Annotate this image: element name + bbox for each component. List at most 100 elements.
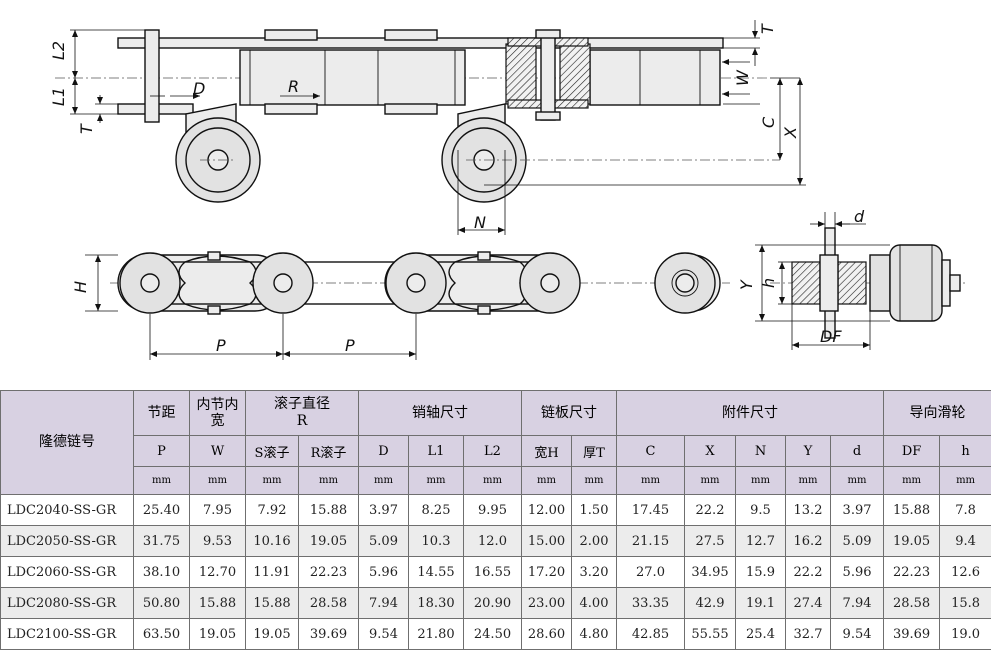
label-C: C — [759, 116, 778, 128]
chain-model-cell: LDC2080-SS-GR — [1, 588, 134, 619]
table-cell: 28.58 — [884, 588, 940, 619]
column-symbol: P — [134, 436, 190, 467]
column-symbol: Y — [786, 436, 831, 467]
column-symbol: R滚子 — [299, 436, 359, 467]
column-symbol: d — [831, 436, 884, 467]
label-H: H — [71, 281, 90, 293]
table-cell: 12.0 — [464, 526, 522, 557]
label-R: R — [288, 77, 299, 96]
label-N: N — [474, 213, 486, 232]
table-cell: 9.4 — [940, 526, 991, 557]
label-L1: L1 — [49, 87, 68, 106]
column-symbol: L2 — [464, 436, 522, 467]
table-cell: 12.00 — [522, 495, 572, 526]
table-cell: 22.2 — [786, 557, 831, 588]
chain-model-cell: LDC2060-SS-GR — [1, 557, 134, 588]
table-cell: 9.53 — [190, 526, 246, 557]
column-symbol: X — [685, 436, 736, 467]
table-cell: 15.88 — [190, 588, 246, 619]
table-cell: 28.58 — [299, 588, 359, 619]
table-cell: 14.55 — [409, 557, 464, 588]
label-P-2: P — [345, 336, 355, 355]
top-view: L2 L1 T D R T W C X N — [49, 20, 806, 235]
table-cell: 18.30 — [409, 588, 464, 619]
table-cell: 34.95 — [685, 557, 736, 588]
table-cell: 10.3 — [409, 526, 464, 557]
link-body-2 — [590, 50, 720, 105]
table-cell: 15.00 — [522, 526, 572, 557]
chain-model-cell: LDC2050-SS-GR — [1, 526, 134, 557]
column-symbol: 宽H — [522, 436, 572, 467]
table-cell: 17.45 — [617, 495, 685, 526]
label-T-right: T — [758, 23, 777, 34]
column-unit: mm — [572, 467, 617, 495]
table-cell: 38.10 — [134, 557, 190, 588]
table-cell: 8.25 — [409, 495, 464, 526]
table-cell: 15.88 — [299, 495, 359, 526]
table-cell: 9.5 — [736, 495, 786, 526]
column-unit: mm — [685, 467, 736, 495]
link-body-1 — [240, 50, 465, 105]
header-guide-roller: 导向滑轮 — [884, 391, 991, 436]
table-cell: 17.20 — [522, 557, 572, 588]
pin-left — [145, 30, 159, 122]
label-X: X — [781, 126, 800, 139]
label-h: h — [759, 278, 778, 288]
table-cell: 7.8 — [940, 495, 991, 526]
column-symbol: h — [940, 436, 991, 467]
table-cell: 5.96 — [831, 557, 884, 588]
column-unit: mm — [786, 467, 831, 495]
table-cell: 19.05 — [884, 526, 940, 557]
column-symbol: C — [617, 436, 685, 467]
table-cell: 12.7 — [736, 526, 786, 557]
label-Y: Y — [737, 279, 756, 290]
table-cell: 7.95 — [190, 495, 246, 526]
column-unit: mm — [190, 467, 246, 495]
table-cell: 21.15 — [617, 526, 685, 557]
table-cell: 22.23 — [299, 557, 359, 588]
header-inner-width: 内节内宽 — [190, 391, 246, 436]
column-unit: mm — [617, 467, 685, 495]
end-view: d Y h DF — [737, 207, 965, 350]
label-W: W — [733, 69, 752, 86]
table-cell: 12.6 — [940, 557, 991, 588]
label-DF: DF — [820, 327, 842, 346]
table-cell: 42.9 — [685, 588, 736, 619]
table-cell: 4.00 — [572, 588, 617, 619]
table-cell: 5.09 — [831, 526, 884, 557]
table-cell: 20.90 — [464, 588, 522, 619]
table-cell: 25.40 — [134, 495, 190, 526]
column-unit: mm — [736, 467, 786, 495]
table-cell: 10.16 — [246, 526, 299, 557]
table-cell: 16.55 — [464, 557, 522, 588]
table-cell: 15.9 — [736, 557, 786, 588]
table-cell: 15.88 — [884, 495, 940, 526]
column-symbol: L1 — [409, 436, 464, 467]
label-d: d — [854, 207, 865, 226]
table-cell: 7.92 — [246, 495, 299, 526]
column-unit: mm — [409, 467, 464, 495]
table-cell: 7.94 — [359, 588, 409, 619]
header-pitch: 节距 — [134, 391, 190, 436]
table-cell: 31.75 — [134, 526, 190, 557]
chain-technical-drawing: L2 L1 T D R T W C X N — [0, 0, 991, 385]
header-pin-size: 销轴尺寸 — [359, 391, 522, 436]
column-unit: mm — [831, 467, 884, 495]
column-symbol: D — [359, 436, 409, 467]
label-L2: L2 — [49, 41, 68, 60]
column-unit: mm — [522, 467, 572, 495]
plan-view: H P P — [71, 252, 730, 360]
table-cell: 5.96 — [359, 557, 409, 588]
table-cell: 7.94 — [831, 588, 884, 619]
column-symbol: W — [190, 436, 246, 467]
label-P-1: P — [216, 336, 226, 355]
table-cell: 22.2 — [685, 495, 736, 526]
column-unit: mm — [299, 467, 359, 495]
label-D: D — [193, 79, 205, 98]
